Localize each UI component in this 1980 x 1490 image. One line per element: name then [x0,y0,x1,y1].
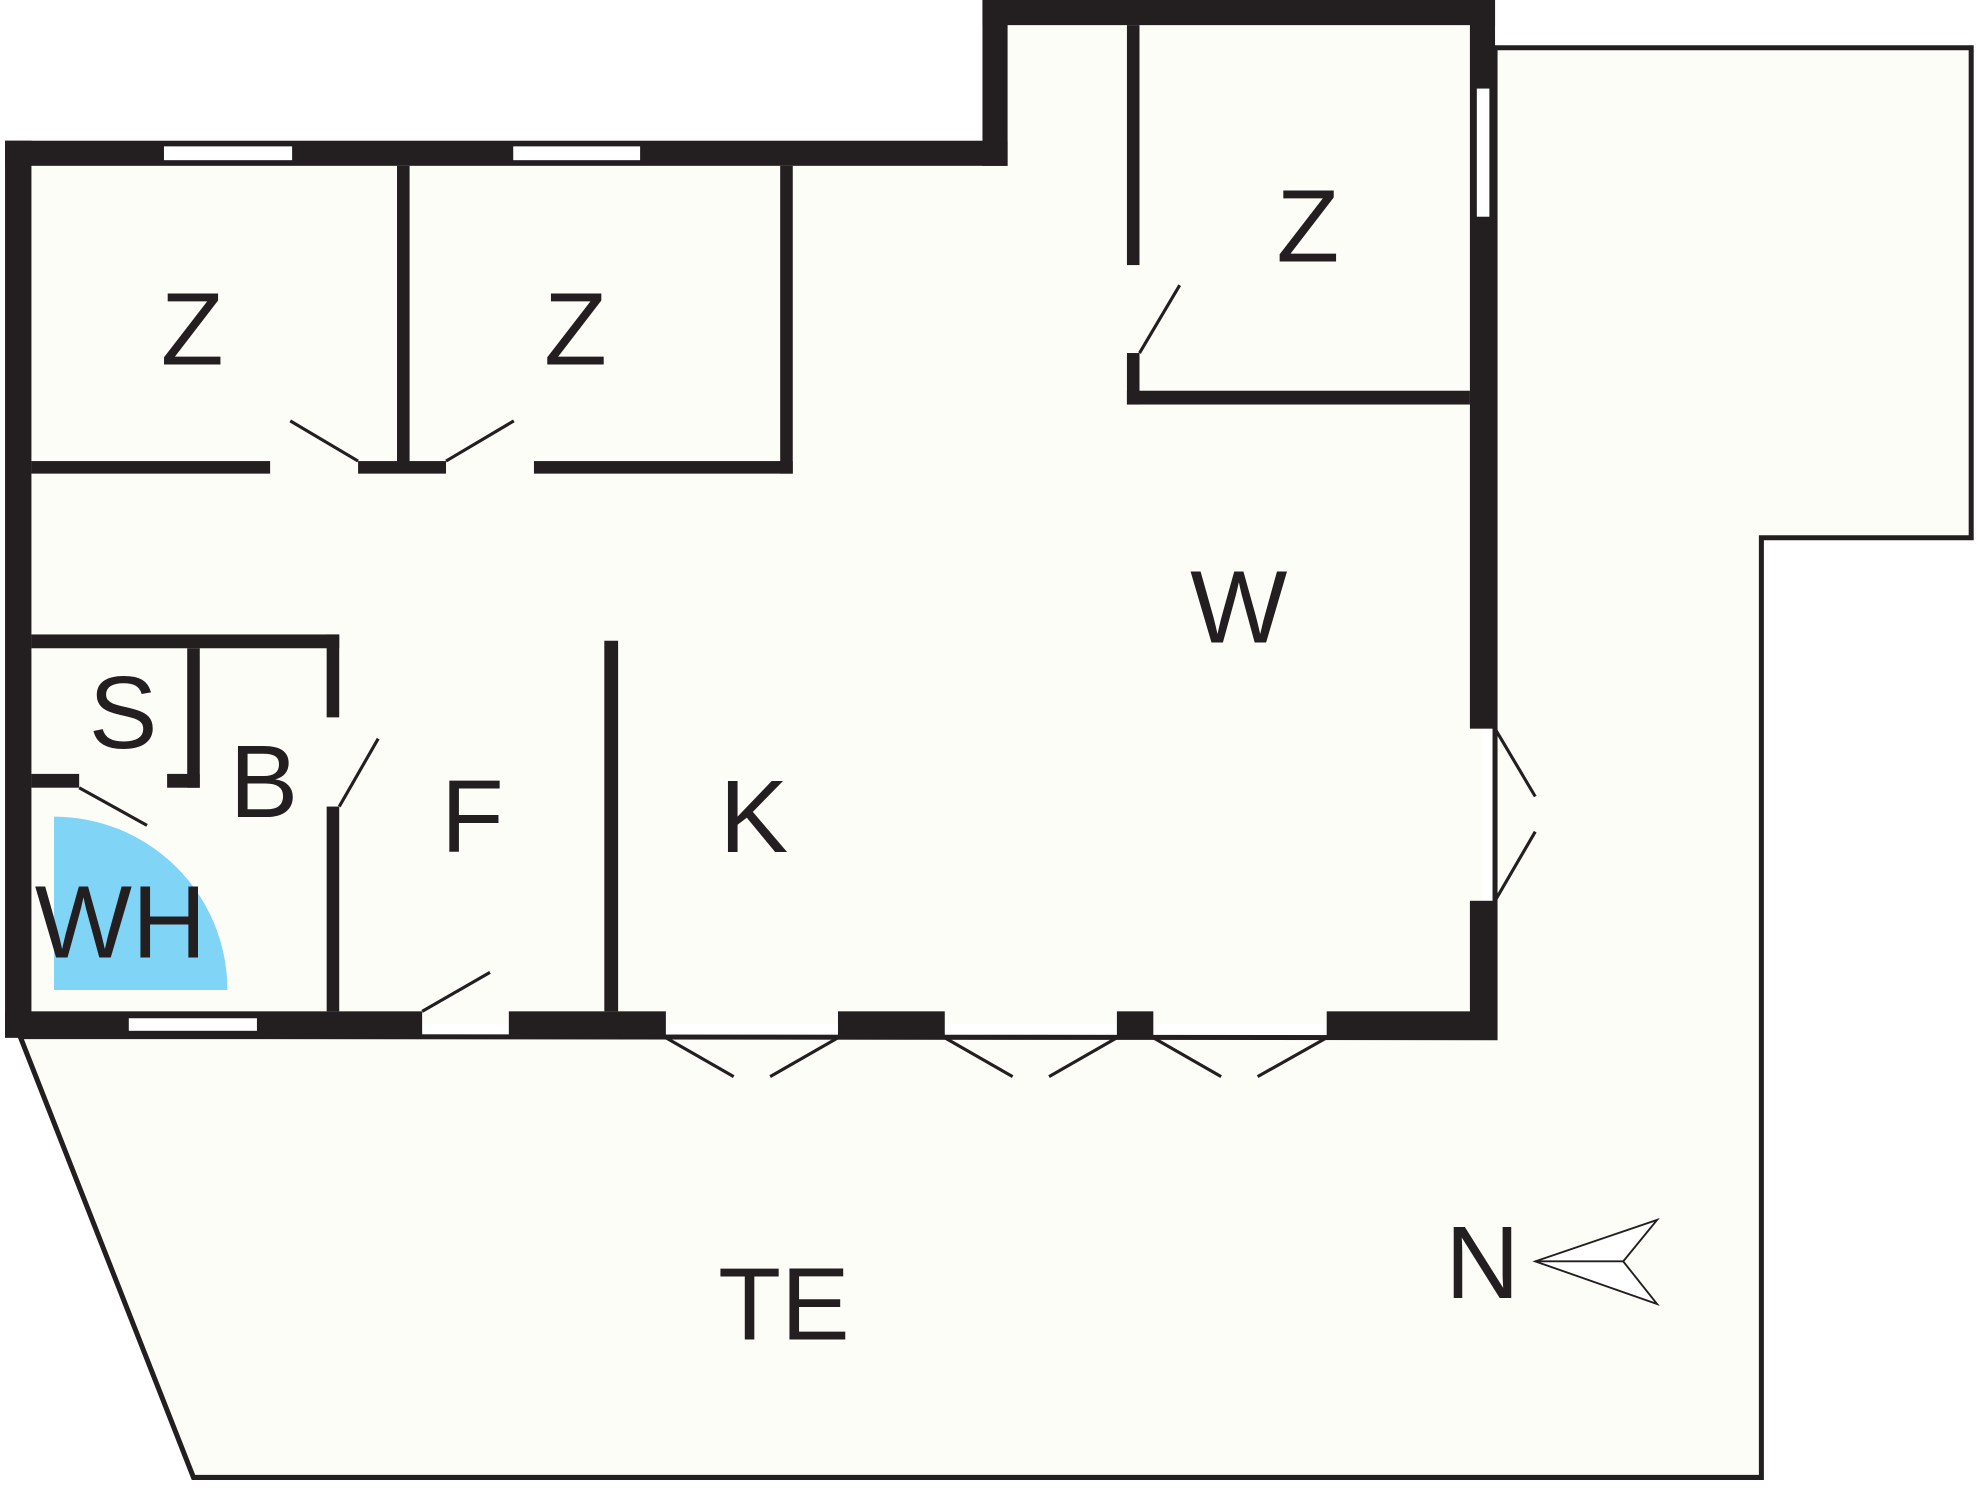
label-terrace: TE [718,1247,850,1362]
house-floor [17,12,1483,1024]
label-kitchen: K [719,759,788,874]
label-bedroom-2: Z [544,272,607,387]
door-swings [78,284,1537,1079]
label-bathroom: B [229,724,298,839]
interior-walls [31,25,1470,1012]
windows [127,87,1491,1033]
label-bedroom-3: Z [1276,169,1339,284]
label-living: W [1190,549,1287,664]
label-hall: F [441,759,504,874]
room-labels: Z Z Z W S B F K WH TE [35,169,1339,1362]
north-compass: N [1445,1205,1660,1320]
label-storage: S [89,655,158,770]
whirlpool-shape [54,816,228,990]
label-bedroom-1: Z [161,272,224,387]
label-whirlpool: WH [35,865,207,980]
compass-label: N [1445,1205,1519,1320]
